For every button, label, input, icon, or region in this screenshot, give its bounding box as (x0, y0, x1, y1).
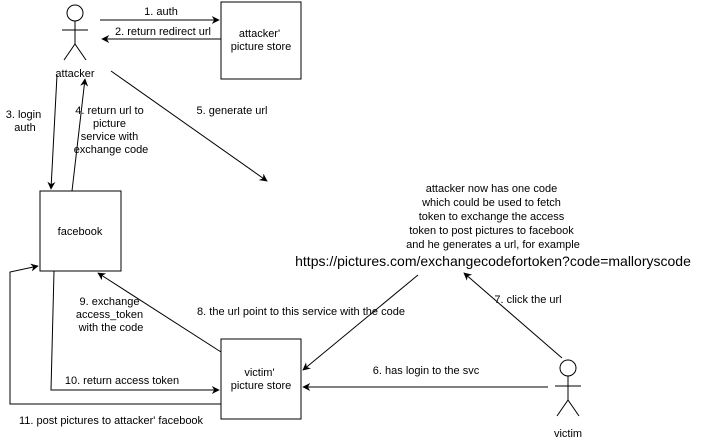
attacker-actor (62, 4, 88, 61)
edge-3-label: 3. login auth (6, 109, 45, 134)
edge-10-label-line1: 10. return access token (65, 375, 179, 387)
edge-10-label: 10. return access token (65, 375, 179, 387)
victim-store-label-line1: victim' (244, 367, 274, 379)
edge-3-label-line2: auth (14, 122, 35, 134)
facebook-box-label-line1: facebook (58, 226, 103, 238)
facebook-box (39, 190, 122, 272)
edge-6-label-line1: 6. has login to the svc (373, 365, 480, 377)
edge-9-exchange (97, 272, 222, 353)
victim-store-label: victim' picture store (231, 367, 292, 392)
facebook-box-label: facebook (58, 226, 103, 238)
edge-4-label-line4: exchange code (74, 144, 149, 156)
edge-5-generate-url (110, 70, 268, 182)
attacker-note-line4: token to post pictures to facebook (409, 225, 574, 237)
edge-8-label: 8. the url point to this service with th… (197, 306, 405, 318)
edge-4-label-line3: service with (81, 131, 138, 143)
edge-6-label: 6. has login to the svc (373, 365, 480, 377)
edge-8-url-point (302, 274, 419, 371)
attacker-store-label-line2: picture store (231, 41, 292, 53)
edge-11-label: 11. post pictures to attacker' facebook (19, 415, 204, 427)
edge-1-label-line1: 1. auth (144, 6, 178, 18)
edge-1-label: 1. auth (144, 6, 178, 18)
victim-actor (555, 359, 581, 417)
edge-4-return-url (71, 78, 89, 192)
attacker-note-line5: and he generates a url, for example (406, 239, 580, 251)
edge-9-label-line3: with the code (78, 322, 144, 334)
example-url: https://pictures.com/exchangecodefortoke… (295, 253, 691, 269)
attacker-note-line3: token to exchange the access (419, 211, 565, 223)
edge-9-label: 9. exchange access_token with the code (76, 296, 146, 334)
attacker-note-line2: which could be used to fetch (421, 197, 561, 209)
attacker-store-label-line1: attacker' (239, 28, 280, 40)
edge-10-return-token (50, 270, 220, 394)
edge-7-label-line1: 7. click the url (494, 294, 561, 306)
attacker-store-label: attacker' picture store (231, 28, 292, 53)
edge-4-label-line2: picture (93, 118, 126, 130)
edge-3-label-line1: 3. login (6, 109, 41, 121)
edge-2-label-line1: 2. return redirect url (115, 26, 211, 38)
attacker-store-box (220, 1, 302, 80)
edge-5-label-line1: 5. generate url (197, 105, 268, 117)
edge-5-label: 5. generate url (197, 105, 268, 117)
edge-4-label-line1: 4. return url to (75, 105, 143, 117)
attacker-actor-label: attacker (55, 68, 94, 80)
victim-store-label-line2: picture store (231, 380, 292, 392)
attacker-note-line1: attacker now has one code (426, 183, 557, 195)
attacker-note: attacker now has one code which could be… (406, 183, 580, 251)
edge-7-label: 7. click the url (494, 294, 561, 306)
edge-11-post-pictures (9, 263, 221, 405)
victim-actor-label: victim (554, 428, 582, 440)
edge-11-label-line1: 11. post pictures to attacker' facebook (19, 415, 204, 427)
victim-store-box (220, 338, 302, 420)
edge-7-click-url (463, 272, 563, 359)
edge-8-label-line1: 8. the url point to this service with th… (197, 306, 405, 318)
edge-9-label-line2: access_token (76, 309, 143, 321)
edge-2-label: 2. return redirect url (115, 26, 211, 38)
edge-9-label-line1: 9. exchange (80, 296, 140, 308)
edge-3-login (47, 74, 58, 190)
edge-4-label: 4. return url to picture service with ex… (74, 105, 149, 156)
